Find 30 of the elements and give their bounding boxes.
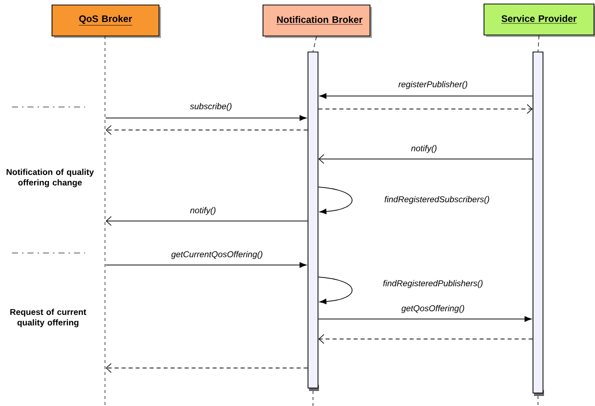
return-arrow	[106, 363, 308, 373]
message-label: notify()	[411, 145, 436, 153]
message-label: registerPublisher()	[398, 81, 468, 89]
self-message-arrow	[318, 276, 352, 304]
message-arrow	[318, 154, 533, 164]
return-arrow	[106, 125, 308, 135]
message-arrow	[320, 93, 533, 99]
message-arrow	[318, 316, 532, 322]
lifeline	[312, 36, 317, 52]
message-label: getQosOffering()	[401, 305, 464, 313]
message-label: notify()	[190, 207, 216, 215]
return-arrow	[318, 104, 533, 114]
note-text: Request of current quality offering	[10, 308, 86, 328]
lifeline	[104, 36, 106, 406]
message-label: getCurrentQosOffering()	[171, 251, 262, 259]
message-label: findRegisteredSubscribers()	[384, 196, 490, 204]
activation-bar	[308, 52, 319, 391]
self-message-arrow	[318, 186, 352, 214]
lifeline-header: Service Provider	[484, 4, 595, 37]
lifeline	[538, 35, 540, 52]
message-label: findRegisteredPublishers()	[383, 280, 483, 288]
lifeline-header: Notification Broker	[262, 4, 372, 38]
message-arrow	[105, 115, 307, 121]
lifeline-header: QoS Broker	[52, 4, 161, 38]
message-arrow	[105, 262, 307, 268]
activation-bar	[532, 52, 544, 396]
message-label: subscribe()	[190, 103, 232, 111]
return-arrow	[318, 334, 533, 344]
message-arrow	[106, 216, 308, 226]
note-text: Notification of quality offering change	[6, 168, 94, 188]
